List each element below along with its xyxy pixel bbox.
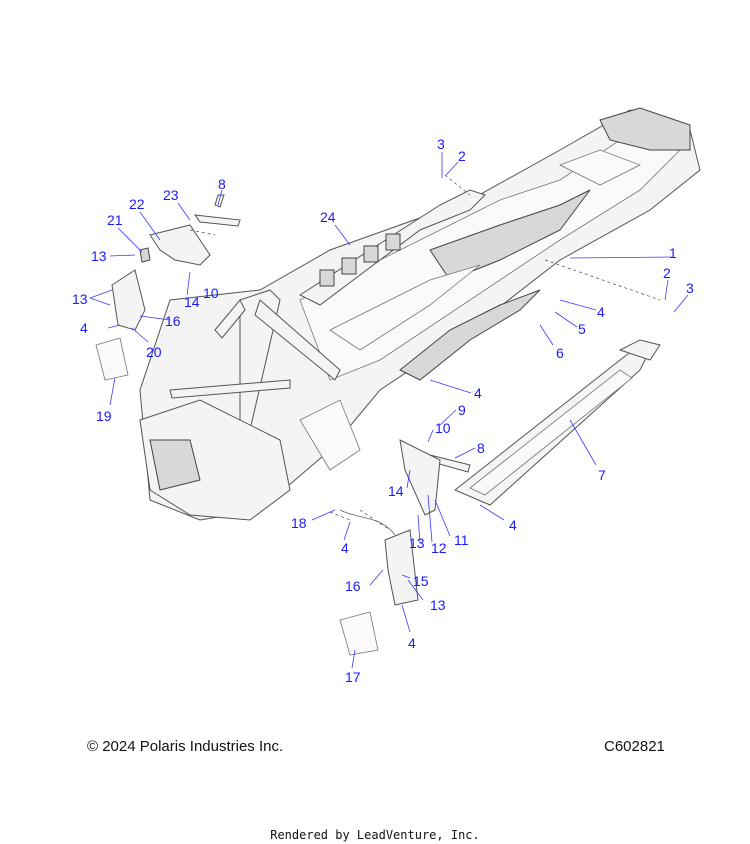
left-side-rail bbox=[298, 189, 486, 306]
copyright-notice: © 2024 Polaris Industries Inc. bbox=[87, 738, 284, 755]
callout-1: 1 bbox=[669, 245, 677, 261]
callout-2: 2 bbox=[663, 265, 671, 281]
rendered-by-credit: Rendered by LeadVenture, Inc. bbox=[270, 828, 480, 842]
callout-labels: 1 2 3 2 3 4 4 4 4 4 4 5 6 7 8 8 9 10 10 … bbox=[72, 136, 694, 685]
callout-13: 13 bbox=[409, 535, 425, 551]
assembly-guides bbox=[189, 174, 661, 531]
left-front-components bbox=[95, 194, 241, 381]
callout-19: 19 bbox=[96, 408, 112, 424]
callout-17: 17 bbox=[345, 669, 361, 685]
callout-16: 16 bbox=[165, 313, 181, 329]
callout-18: 18 bbox=[291, 515, 307, 531]
drawing-code: C602821 bbox=[604, 738, 665, 755]
right-front-components bbox=[339, 439, 471, 656]
callout-10: 10 bbox=[435, 420, 451, 436]
leader-lines bbox=[89, 152, 689, 669]
callout-7: 7 bbox=[598, 467, 606, 483]
callout-20: 20 bbox=[146, 344, 162, 360]
callout-4: 4 bbox=[408, 635, 416, 651]
callout-4: 4 bbox=[80, 320, 88, 336]
callout-4: 4 bbox=[341, 540, 349, 556]
chassis-illustration bbox=[139, 107, 701, 521]
callout-3: 3 bbox=[686, 280, 694, 296]
callout-16: 16 bbox=[345, 578, 361, 594]
callout-10: 10 bbox=[203, 285, 219, 301]
callout-2: 2 bbox=[458, 148, 466, 164]
callout-13: 13 bbox=[72, 291, 88, 307]
callout-4: 4 bbox=[509, 517, 517, 533]
callout-24: 24 bbox=[320, 209, 336, 225]
callout-14: 14 bbox=[388, 483, 404, 499]
callout-12: 12 bbox=[431, 540, 447, 556]
callout-13: 13 bbox=[91, 248, 107, 264]
right-running-board bbox=[454, 339, 661, 506]
callout-14: 14 bbox=[184, 294, 200, 310]
callout-23: 23 bbox=[163, 187, 179, 203]
callout-13: 13 bbox=[430, 597, 446, 613]
callout-11: 11 bbox=[454, 532, 469, 548]
callout-3: 3 bbox=[437, 136, 445, 152]
callout-4: 4 bbox=[597, 304, 605, 320]
callout-8: 8 bbox=[218, 176, 226, 192]
callout-9: 9 bbox=[458, 402, 466, 418]
callout-21: 21 bbox=[107, 212, 123, 228]
callout-6: 6 bbox=[556, 345, 564, 361]
callout-4: 4 bbox=[474, 385, 482, 401]
callout-15: 15 bbox=[413, 573, 429, 589]
callout-22: 22 bbox=[129, 196, 145, 212]
callout-8: 8 bbox=[477, 440, 485, 456]
callout-5: 5 bbox=[578, 321, 586, 337]
